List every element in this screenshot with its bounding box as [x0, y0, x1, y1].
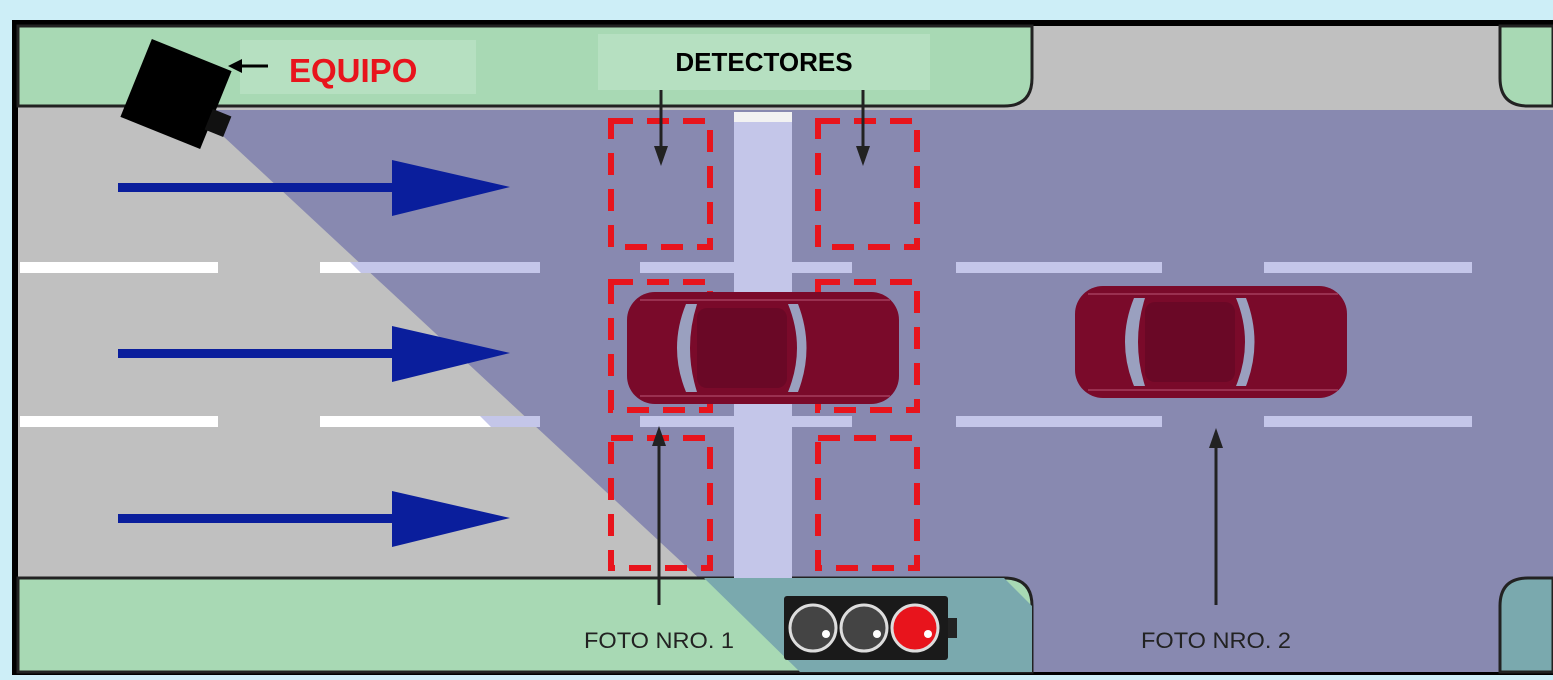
detector-6 [815, 435, 920, 571]
lane-dash-shaded-1 [350, 262, 540, 273]
direction-arrows [118, 160, 510, 547]
car-icon [627, 292, 899, 404]
traffic-light-lamp-3 [890, 603, 940, 653]
camera-icon [120, 38, 232, 150]
equipo-pointer-arrow [228, 59, 268, 73]
traffic-light-icon [784, 596, 957, 660]
foto-1-label: FOTO NRO. 1 [584, 628, 734, 653]
equipo-label: EQUIPO [289, 52, 417, 89]
foto-2-label: FOTO NRO. 2 [1141, 628, 1291, 653]
stop-line-top [734, 112, 792, 122]
arrow-right-icon [118, 326, 510, 382]
foto-pointers [652, 426, 1223, 605]
detectores-label-bg [598, 34, 930, 90]
detectores-pointers [654, 90, 870, 166]
car-icon [1075, 286, 1347, 398]
arrow-right-icon [118, 491, 510, 547]
sidewalk-top-right [1498, 24, 1553, 108]
detectores-label: DETECTORES [675, 47, 852, 77]
sidewalk-bottom-right [1498, 576, 1553, 674]
equipo-label-bg [240, 40, 476, 94]
lane-dash-shaded-2 [480, 416, 540, 427]
detector-2 [815, 118, 920, 250]
traffic-light-lamp-1 [788, 603, 838, 653]
arrow-right-icon [118, 160, 510, 216]
traffic-light-lamp-2 [839, 603, 889, 653]
detector-4 [815, 279, 920, 413]
